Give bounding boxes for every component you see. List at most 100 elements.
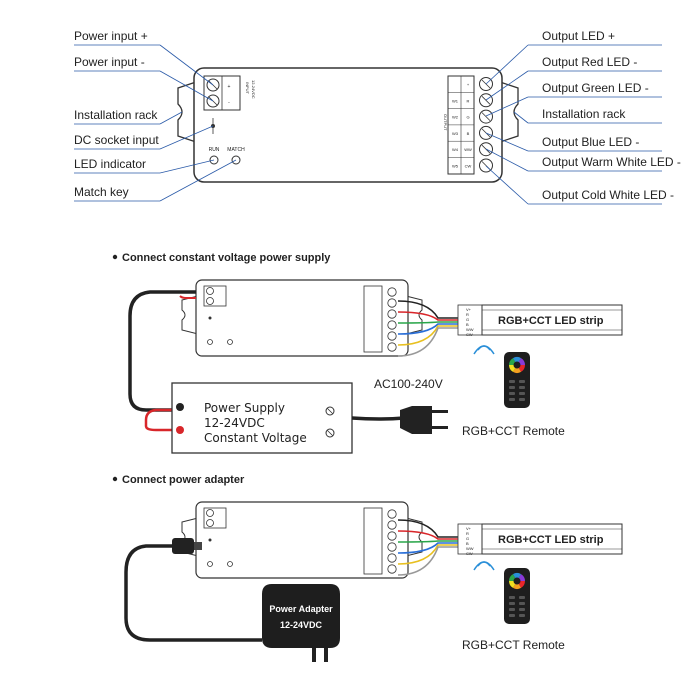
- match-label: MATCH: [227, 147, 245, 153]
- screw-icon: [206, 297, 214, 305]
- psu-negative-terminal: [176, 403, 184, 411]
- strip-pin-label: WW: [466, 546, 474, 551]
- screw-icon: [206, 287, 214, 295]
- strip-pin-label: R: [466, 531, 469, 536]
- wire: [397, 321, 458, 324]
- output-screw-icon: [387, 309, 397, 319]
- screw-icon: [206, 509, 214, 517]
- color-wheel-segment: [513, 581, 521, 589]
- power-cable-positive: [144, 408, 176, 432]
- controller-body: [195, 279, 409, 357]
- channel-number-label: W1: [452, 98, 459, 103]
- controller-section1: [181, 279, 423, 357]
- power-adapter-box: [262, 584, 340, 648]
- power-cable-positive-stub: [179, 295, 196, 299]
- output-screw-icon: [387, 553, 397, 563]
- remote-button: [509, 602, 515, 605]
- left-label: Installation rack: [74, 108, 158, 122]
- remote-button: [519, 398, 525, 401]
- strip-label: RGB+CCT LED strip: [498, 315, 604, 327]
- left-label: Power input +: [74, 29, 148, 43]
- ac-plug-icon: [400, 406, 432, 434]
- input-voltage: 12-24VDC: [251, 80, 256, 99]
- bullet-icon: [112, 254, 118, 260]
- ac-label: AC100-240V: [374, 377, 443, 391]
- input-plus-label: +: [228, 84, 231, 90]
- wheel-center: [513, 577, 521, 585]
- remote-button: [519, 386, 525, 389]
- match-key: [227, 561, 233, 567]
- section2-title: Connect power adapter: [122, 474, 245, 486]
- remote-button: [519, 602, 525, 605]
- strip-pin-label: B: [466, 322, 469, 327]
- channel-number-label: W5: [452, 164, 459, 169]
- power-cable-negative: [128, 290, 196, 412]
- run-label: RUN: [209, 147, 220, 153]
- channel-number-label: W4: [452, 147, 459, 152]
- remote-button: [509, 380, 515, 383]
- output-screw-icon: [387, 520, 397, 530]
- color-wheel-segment: [513, 573, 521, 581]
- right-label: Output Cold White LED -: [542, 188, 674, 202]
- wheel-center: [513, 361, 521, 369]
- led-indicator: [207, 561, 213, 567]
- output-screw-icon: [387, 342, 397, 352]
- dc-socket-icon: [208, 538, 212, 542]
- channel-color-label: CW: [465, 164, 472, 169]
- strip-pin-label: WW: [466, 327, 474, 332]
- controller-section2: [181, 501, 423, 579]
- remote-button: [509, 596, 515, 599]
- input-title: INPUT: [245, 82, 250, 95]
- right-label: Output Warm White LED -: [542, 155, 681, 169]
- controller-body: [193, 67, 503, 183]
- controller-top: + - INPUT 12-24VDC RUN MATCH +RW1GW2BW3W…: [177, 67, 519, 183]
- output-title: OUTPUT: [443, 114, 448, 131]
- strip-pin-label: CW: [466, 551, 473, 556]
- strip-pin-label: B: [466, 541, 469, 546]
- right-label: Output LED +: [542, 29, 615, 43]
- wire: [397, 544, 458, 565]
- output-label-panel: [363, 507, 383, 575]
- wire: [397, 546, 458, 576]
- adapter-prong-2: [324, 648, 328, 662]
- remote-button: [519, 392, 525, 395]
- psu-positive-terminal: [176, 426, 184, 434]
- wire: [397, 300, 458, 319]
- wire: [397, 311, 458, 321]
- left-label: LED indicator: [74, 157, 146, 171]
- left-callouts: Power input + Power input - Installation r…: [74, 29, 237, 202]
- rack-icon: [181, 295, 199, 335]
- led-indicator: [207, 339, 213, 345]
- output-screw-icon: [387, 564, 397, 574]
- psu-line-1: Power Supply: [204, 401, 285, 415]
- channel-color-label: G: [466, 115, 469, 120]
- left-label: Match key: [74, 185, 129, 199]
- strip-pin-label: R: [466, 312, 469, 317]
- remote-label-2: RGB+CCT Remote: [462, 638, 565, 652]
- strip-pin-label: G: [466, 317, 469, 322]
- adapter-cable: [124, 544, 262, 642]
- color-wheel-segment: [513, 365, 521, 373]
- remote-button: [509, 614, 515, 617]
- channel-color-label: B: [467, 131, 470, 136]
- rack-icon: [405, 295, 423, 335]
- ac-cable: [351, 416, 405, 421]
- channel-number-label: W3: [452, 131, 459, 136]
- wire: [397, 327, 458, 357]
- color-wheel-segment: [513, 357, 521, 365]
- input-minus-label: -: [228, 100, 230, 106]
- strip-pin-label: V+: [466, 526, 472, 531]
- right-label: Output Green LED -: [542, 81, 649, 95]
- remote-button: [519, 596, 525, 599]
- strip-pin-label: V+: [466, 307, 472, 312]
- installation-rack-left: [177, 81, 197, 143]
- channel-color-label: R: [467, 98, 470, 103]
- left-label: DC socket input: [74, 133, 159, 147]
- wire: [397, 519, 458, 538]
- strip-pin-label: G: [466, 536, 469, 541]
- right-label: Output Blue LED -: [542, 135, 639, 149]
- psu-line-3: Constant Voltage: [204, 431, 307, 445]
- dc-socket-icon: [208, 316, 212, 320]
- left-label: Power input -: [74, 55, 145, 69]
